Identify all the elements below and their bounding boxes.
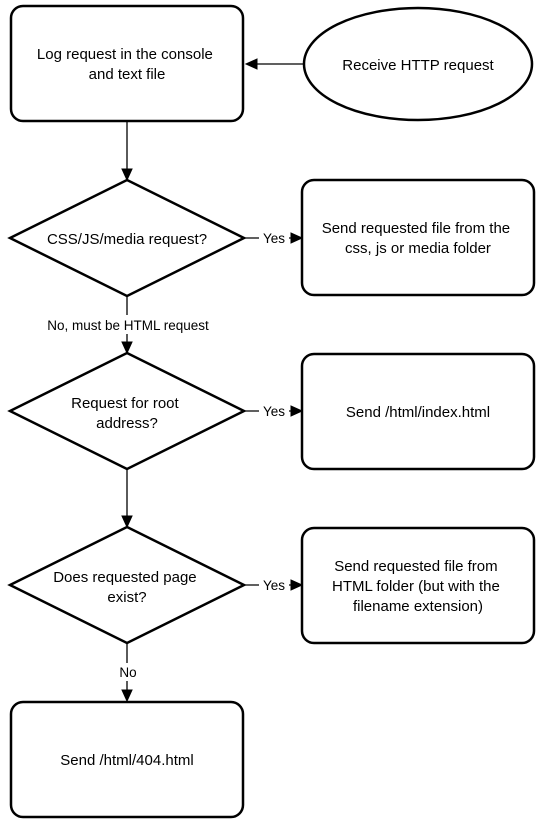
- edge-receive-to-log: [244, 58, 303, 70]
- edge-root-yes: Yes: [244, 402, 304, 420]
- edge-label-yes: Yes: [263, 404, 285, 419]
- node-label-line: and text file: [89, 66, 166, 83]
- svg-text:Send /html/404.html: Send /html/404.html: [60, 752, 193, 769]
- node-label-line: filename extension): [353, 598, 483, 615]
- node-send-static-file: Send requested file from the css, js or …: [300, 178, 536, 297]
- svg-text:CSS/JS/media request?: CSS/JS/media request?: [47, 231, 207, 248]
- node-label-line: CSS/JS/media request?: [47, 231, 207, 248]
- node-label-line: Log request in the console: [37, 46, 213, 63]
- svg-text:Send /html/index.html: Send /html/index.html: [346, 404, 490, 421]
- edge-label-yes: Yes: [263, 231, 285, 246]
- node-label-line: HTML folder (but with the: [332, 578, 500, 595]
- node-send-html-page: Send requested file from HTML folder (bu…: [300, 526, 536, 645]
- edge-label-yes: Yes: [263, 578, 285, 593]
- node-label-line: Send /html/index.html: [346, 404, 490, 421]
- node-page-exists-decision: Does requested page exist?: [7, 525, 247, 645]
- edge-css-no: No, must be HTML request: [30, 296, 226, 355]
- edge-label-no: No: [119, 665, 136, 680]
- edge-log-to-css-decision: [121, 121, 133, 182]
- edge-exist-no: No: [115, 643, 141, 703]
- edge-exist-yes: Yes: [244, 576, 304, 594]
- svg-text:Receive HTTP request: Receive HTTP request: [342, 57, 494, 74]
- svg-text:Request for root address: Request for root address?: [71, 395, 183, 432]
- node-send-index: Send /html/index.html: [300, 352, 536, 471]
- svg-text:Send requested file from the: Send requested file from the css, js or …: [322, 220, 515, 257]
- node-receive-http-request: Receive HTTP request: [302, 6, 534, 122]
- svg-text:Log request in the console: Log request in the console and text file: [37, 46, 217, 83]
- svg-text:Does requested page exis: Does requested page exist?: [53, 569, 201, 606]
- node-label-line: Does requested page: [53, 569, 196, 586]
- node-css-js-media-decision: CSS/JS/media request?: [7, 178, 247, 298]
- node-send-404: Send /html/404.html: [9, 700, 245, 819]
- node-label-line: Send requested file from the: [322, 220, 510, 237]
- node-label-line: css, js or media folder: [345, 240, 491, 257]
- node-label-line: Receive HTTP request: [342, 57, 494, 74]
- node-label-line: Request for root: [71, 395, 179, 412]
- node-log-request: Log request in the console and text file: [9, 4, 245, 123]
- node-root-address-decision: Request for root address?: [7, 351, 247, 471]
- node-label-line: Send /html/404.html: [60, 752, 193, 769]
- edge-css-yes: Yes: [244, 229, 304, 247]
- edge-root-to-exist-decision: [121, 469, 133, 529]
- svg-text:Send requested file from: Send requested file from HTML folder (bu…: [332, 558, 504, 615]
- edge-label-no-html: No, must be HTML request: [47, 318, 209, 333]
- node-label-line: exist?: [107, 589, 146, 606]
- node-label-line: Send requested file from: [334, 558, 497, 575]
- node-label-line: address?: [96, 415, 158, 432]
